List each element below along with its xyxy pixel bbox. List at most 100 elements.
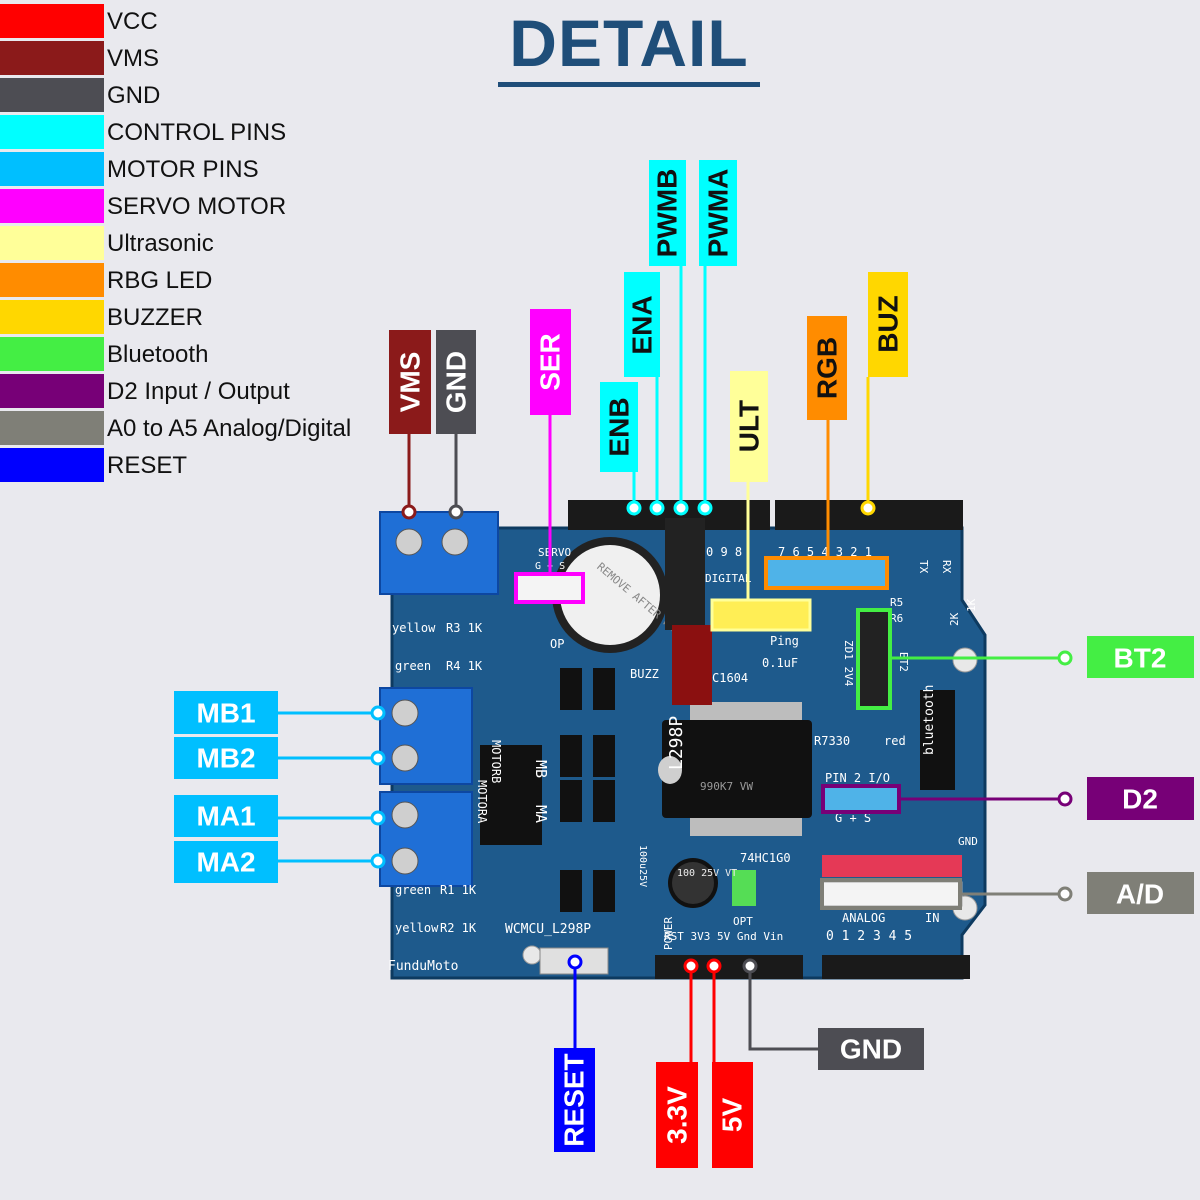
motorb-label: MOTORB <box>489 740 503 783</box>
brand-label: FunduMoto <box>388 959 458 974</box>
electrolytic-capacitor <box>668 858 718 908</box>
callout-mb1-label: MB1 <box>196 698 255 729</box>
legend-label: A0 to A5 Analog/Digital <box>107 415 352 442</box>
r5-label: R5 <box>890 596 903 609</box>
legend-item-rgb-led: RBG LED <box>0 263 400 297</box>
title-underline <box>498 82 760 87</box>
motora-label: MOTORA <box>475 780 489 824</box>
bt2-highlight-box <box>856 608 892 710</box>
callout-5v: 5V <box>712 1062 753 1168</box>
r2-label: R2 1K <box>440 921 477 935</box>
buzz-label: BUZZ <box>630 667 659 681</box>
op-label: OP <box>550 637 564 651</box>
legend-swatch <box>0 189 104 223</box>
callout-3v3: 3.3V <box>656 1062 698 1168</box>
rx-label: RX <box>940 560 953 574</box>
callout-reset: RESET <box>554 1048 595 1152</box>
analog-pin-header <box>821 855 963 907</box>
servo-label: SERVO <box>538 546 571 559</box>
leader-dots <box>370 500 1073 974</box>
legend-item-buzzer: BUZZER <box>0 300 400 334</box>
callout-bt2: BT2 <box>1087 636 1194 678</box>
diodes <box>560 668 615 912</box>
legend-swatch <box>0 300 104 334</box>
legend-swatch <box>0 448 104 482</box>
d2-highlight-box <box>821 784 901 814</box>
callout-mb2-label: MB2 <box>196 743 255 774</box>
vertical-shunt <box>665 518 712 705</box>
legend-swatch <box>0 41 104 75</box>
legend-label: VCC <box>107 8 158 35</box>
legend-item-motor-pins: MOTOR PINS <box>0 152 400 186</box>
in-label: IN <box>925 911 939 925</box>
legend-swatch <box>0 337 104 371</box>
callout-ser-label: SER <box>535 333 566 391</box>
bluetooth-pcb-label: bluetooth <box>922 685 937 755</box>
callout-buz: BUZ <box>868 272 908 377</box>
leader-lines <box>278 266 1065 1062</box>
callout-pwma: PWMA <box>699 160 737 266</box>
pcb-silkscreen: SERVO G + S yellow green R3 1K R4 1K R1 … <box>388 545 978 974</box>
digital-label: DIGITAL <box>705 572 752 585</box>
legend-swatch <box>0 4 104 38</box>
legend-swatch <box>0 411 104 445</box>
power-label: POWER <box>662 917 675 950</box>
yellow-led-label-2: yellow <box>395 921 439 935</box>
legend-item-reset: RESET <box>0 448 400 482</box>
callout-pwmb: PWMB <box>649 160 686 266</box>
zd1-label: ZD1 2V4 <box>842 640 855 687</box>
callout-ma2-label: MA2 <box>196 847 255 878</box>
callout-3v3-label: 3.3V <box>662 1086 693 1144</box>
r6-label: R6 <box>890 612 903 625</box>
terminal-block-power <box>379 511 499 595</box>
digital-numbers: 0 9 8 <box>706 545 742 559</box>
tx-label: TX <box>917 560 930 574</box>
legend-item-d2: D2 Input / Output <box>0 374 400 408</box>
mb-label: MB <box>532 760 550 778</box>
legend-item-bluetooth: Bluetooth <box>0 337 400 371</box>
r3-label: R3 1K <box>446 621 483 635</box>
callout-ma1-label: MA1 <box>196 801 255 832</box>
callout-ult: ULT <box>730 371 768 482</box>
chip-code: 990K7 VW <box>700 780 753 793</box>
rgb-pin-numbers: 7 6 5 4 3 2 1 <box>778 545 872 559</box>
analog-pin-numbers: 0 1 2 3 4 5 <box>826 929 912 944</box>
legend-swatch <box>0 152 104 186</box>
2k-label: 2K <box>948 612 961 626</box>
legend-label: BUZZER <box>107 304 203 331</box>
r7330-label: R7330 <box>814 734 850 748</box>
callout-gnd-bottom-label: GND <box>840 1034 902 1065</box>
callout-gnd-top-label: GND <box>441 351 472 413</box>
rgb-highlight-box <box>764 556 889 590</box>
callout-gnd-bottom: GND <box>818 1028 924 1070</box>
legend-swatch <box>0 374 104 408</box>
r1-label: R1 1K <box>440 883 477 897</box>
legend-label: Ultrasonic <box>107 230 214 257</box>
callout-ser: SER <box>530 309 571 415</box>
terminal-block-motor-a <box>379 791 473 887</box>
opt-switch <box>732 870 756 906</box>
legend-label: D2 Input / Output <box>107 378 290 405</box>
callout-d2: D2 <box>1087 777 1194 820</box>
callout-ena: ENA <box>624 272 660 377</box>
callout-ma1: MA1 <box>174 795 278 837</box>
page-title: DETAIL <box>509 6 749 80</box>
callout-pwma-label: PWMA <box>703 169 734 258</box>
gnd-pcb-label: GND <box>958 835 978 848</box>
c1604-label: C1604 <box>712 671 748 685</box>
legend-swatch <box>0 226 104 260</box>
callout-5v-label: 5V <box>717 1098 748 1133</box>
legend-label: CONTROL PINS <box>107 119 287 146</box>
callout-ad-label: A/D <box>1116 879 1164 910</box>
opt-label: OPT <box>733 915 753 928</box>
legend-item-servo-motor: SERVO MOTOR <box>0 189 400 223</box>
electrolytic-label: 100 25V VT <box>677 868 737 879</box>
legend-item-gnd: GND <box>0 78 400 112</box>
analog-label: ANALOG <box>842 911 885 925</box>
l298p-label: L298P <box>666 716 687 770</box>
legend-label: VMS <box>107 45 160 72</box>
legend-item-ultrasonic: Ultrasonic <box>0 226 400 260</box>
legend-item-vcc: VCC <box>0 4 400 38</box>
cap-label: 0.1uF <box>762 656 798 670</box>
